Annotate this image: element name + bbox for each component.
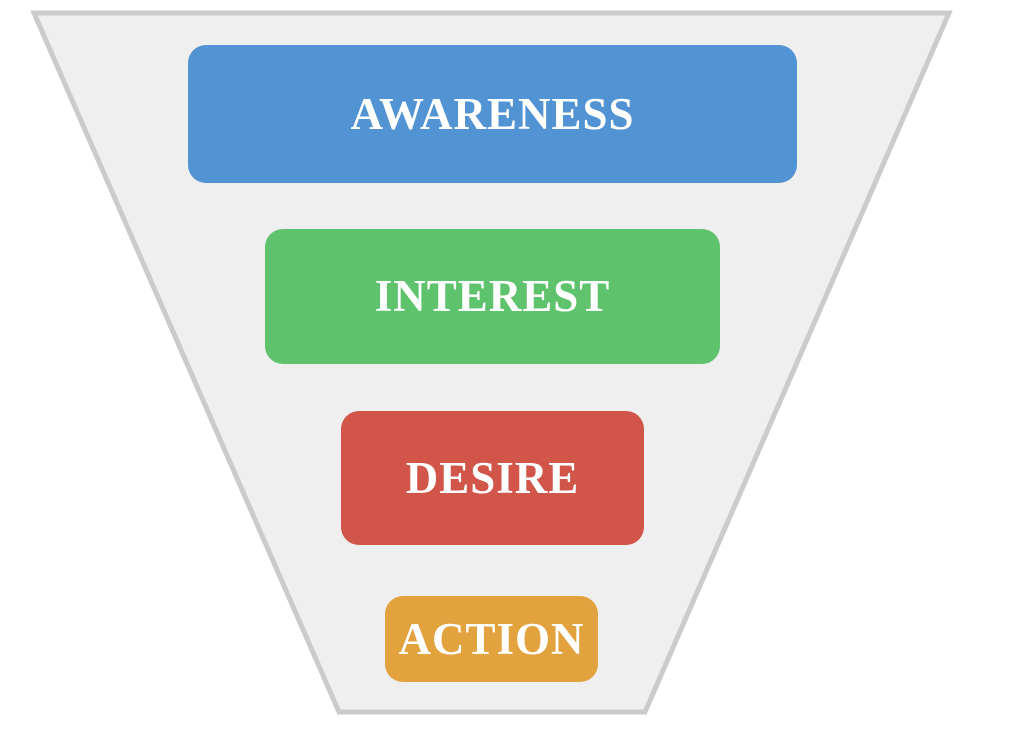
funnel-stage-action-label: ACTION: [398, 613, 585, 664]
funnel-stage-desire-label: DESIRE: [405, 452, 580, 503]
funnel-stage-awareness: AWARENESS: [188, 45, 797, 183]
funnel-stage-interest-label: INTEREST: [374, 271, 611, 321]
funnel-stage-interest: INTEREST: [265, 229, 720, 364]
funnel-stage-desire: DESIRE: [341, 411, 644, 545]
funnel-stage-awareness-label: AWARENESS: [350, 88, 635, 139]
funnel-stage-action: ACTION: [385, 596, 598, 682]
